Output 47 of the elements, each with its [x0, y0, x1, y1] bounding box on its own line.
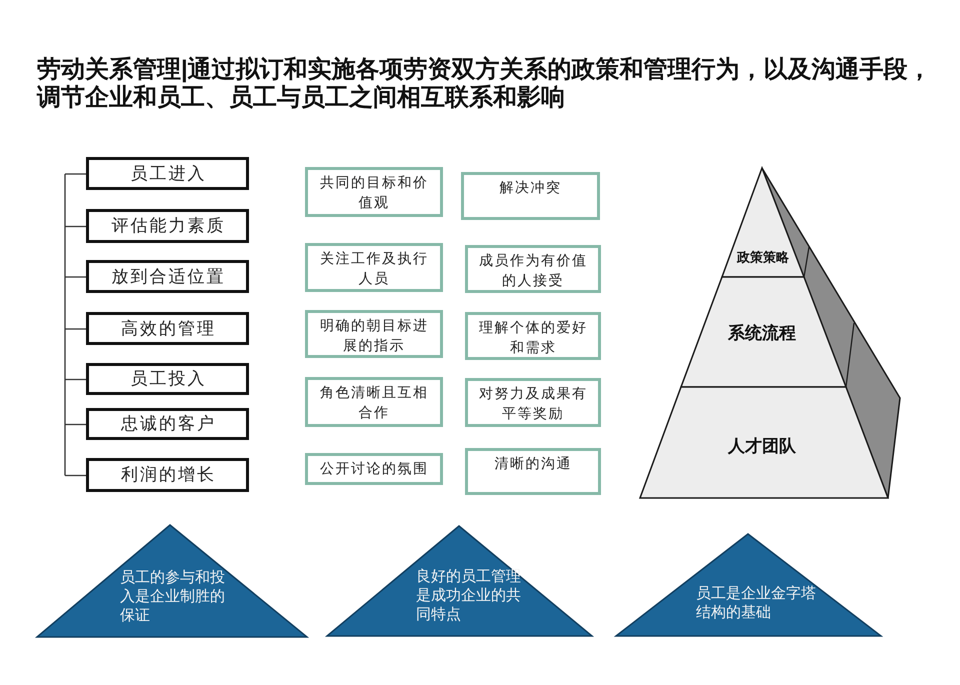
factor-box [305, 377, 443, 427]
panel-text: 员工的参与和投入是企业制胜的保证 [120, 568, 226, 625]
factor-text: 理解个体的爱好和需求 [478, 319, 588, 358]
pyramid-tier [640, 387, 888, 498]
step-text: 员工进入 [130, 162, 206, 184]
factor-box [465, 448, 601, 495]
tier-label: 政策策略 [737, 250, 789, 266]
factor-text: 成员作为有价值的人接受 [478, 252, 588, 291]
factor-box [305, 310, 443, 358]
factor-text: 角色清晰且互相合作 [318, 384, 430, 423]
triangle-panel [616, 534, 881, 636]
step-box [86, 312, 249, 345]
step-text: 高效的管理 [120, 318, 216, 340]
step-text: 利润的增长 [120, 464, 216, 486]
factor-box [465, 378, 601, 427]
step-box [86, 408, 249, 440]
panel-text: 员工是企业金字塔结构的基础 [696, 584, 817, 622]
step-text: 评估能力素质 [110, 215, 226, 237]
factor-box [305, 243, 443, 292]
factor-box [465, 312, 601, 360]
factor-text: 解决冲突 [498, 179, 562, 198]
factor-text: 关注工作及执行人员 [318, 250, 430, 289]
factor-text: 对努力及成果有平等奖励 [478, 385, 588, 424]
factor-text: 清晰的沟通 [493, 455, 573, 474]
step-box [86, 458, 249, 492]
step-text: 放到合适位置 [110, 266, 226, 288]
step-box [86, 260, 249, 293]
tier-label: 系统流程 [728, 324, 796, 344]
tier-label: 人才团队 [728, 436, 796, 458]
pyramid-tier [681, 277, 846, 387]
factor-box [305, 167, 443, 217]
factor-text: 公开讨论的氛围 [318, 460, 430, 479]
slide-title: 劳动关系管理|通过拟订和实施各项劳资双方关系的政策和管理行为，以及沟通手段，调节企业和员工、员工与员工之间相互联系和影响 [37, 56, 933, 112]
panel-text: 良好的员工管理是成功企业的共同特点 [416, 567, 522, 624]
factor-box [305, 453, 443, 485]
factor-box [461, 172, 600, 220]
factor-text: 共同的目标和价值观 [318, 174, 430, 213]
factor-text: 明确的朝目标进展的指示 [318, 317, 430, 356]
step-box [86, 157, 249, 190]
triangle-panel [37, 525, 307, 637]
step-text: 员工投入 [130, 368, 206, 390]
step-box [86, 209, 249, 243]
triangle-panel [327, 526, 592, 636]
step-text: 忠诚的客户 [120, 413, 216, 435]
pyramid-tier [722, 168, 804, 277]
factor-box [465, 245, 601, 293]
step-box [86, 363, 249, 395]
